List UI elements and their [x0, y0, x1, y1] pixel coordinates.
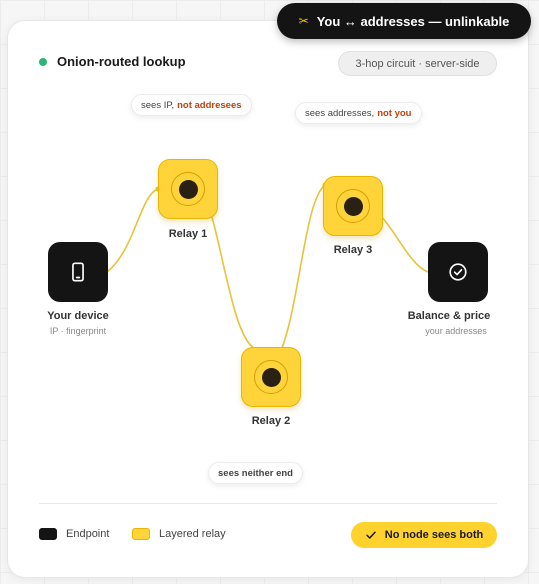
title-row: Onion-routed lookup	[39, 54, 186, 69]
wire-relay1-relay2	[209, 209, 259, 351]
page-title: Onion-routed lookup	[57, 54, 186, 69]
relay1-label: Relay 1	[168, 228, 208, 240]
circuit-badge: 3-hop circuit · server-side	[338, 51, 497, 76]
device-node	[48, 242, 108, 302]
no-node-sees-both-badge: No node sees both	[351, 522, 497, 548]
balance-label: Balance & price	[407, 310, 491, 322]
divider	[39, 503, 497, 504]
relay-core-icon	[261, 367, 281, 387]
endpoint-swatch	[39, 528, 57, 540]
status-dot	[39, 57, 47, 66]
relay-core-icon	[343, 196, 363, 216]
relay3-label: Relay 3	[333, 244, 373, 256]
wire-relay2-relay3	[281, 184, 326, 349]
unlinkable-pill: ✂ You ↔ addresses — unlinkable	[277, 3, 531, 39]
unlinkable-text: You ↔ addresses — unlinkable	[316, 13, 510, 29]
relay-core-icon	[178, 179, 198, 199]
phone-icon	[72, 262, 84, 282]
relay3-node	[323, 176, 383, 236]
relay2-note: sees neither end	[208, 462, 303, 484]
wire-device-relay1	[106, 188, 159, 273]
balance-sub: your addresses	[425, 326, 487, 336]
device-label: Your device	[47, 310, 109, 322]
device-sub: IP · fingerprint	[49, 326, 107, 336]
wire-relay3-balance	[379, 214, 429, 273]
check-circle-icon	[449, 263, 467, 281]
relay1-node	[158, 159, 218, 219]
link-break-icon: ✂	[298, 14, 309, 28]
legend-endpoint: Endpoint	[39, 528, 109, 540]
check-icon	[366, 531, 376, 539]
relay1-note: sees IP, not addresees	[131, 94, 252, 116]
relay3-note: sees addresses, not you	[295, 102, 422, 124]
relay-swatch	[132, 528, 150, 540]
relay2-label: Relay 2	[251, 415, 291, 427]
relay2-node	[241, 347, 301, 407]
balance-node	[428, 242, 488, 302]
legend-relay: Layered relay	[132, 528, 226, 540]
